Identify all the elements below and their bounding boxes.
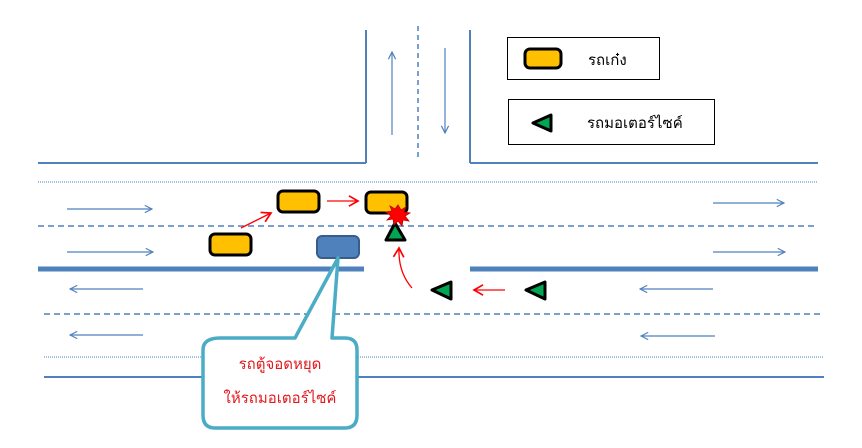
- callout-line-1: รถตู้จอดหยุด: [238, 355, 322, 373]
- side-road: [38, 26, 818, 164]
- stopped-van-icon: [316, 235, 360, 259]
- legend-motorcycle: รถมอเตอร์ไซค์: [508, 99, 715, 145]
- legend-motorcycle-label: รถมอเตอร์ไซค์: [587, 114, 683, 132]
- explosion-icon: [385, 204, 412, 227]
- main-road: [38, 181, 824, 378]
- car-icon: [208, 232, 253, 257]
- callout-bubble: [201, 256, 359, 430]
- motorcycle-icon: [430, 280, 453, 301]
- motorcycle-icon: [524, 280, 547, 301]
- car-icon: [523, 47, 563, 70]
- legend-car: รถเก๋ง: [507, 37, 660, 80]
- callout-line-2: ให้รถมอเตอร์ไซค์: [223, 389, 337, 407]
- movement-arrow: [240, 211, 273, 229]
- turning-arrow: [392, 246, 413, 289]
- car-icon: [276, 189, 321, 214]
- motorcycle-icon: [384, 221, 407, 242]
- lane-arrows: [67, 203, 785, 336]
- motorcycle-icon: [531, 113, 553, 133]
- legend-car-label: รถเก๋ง: [588, 51, 627, 69]
